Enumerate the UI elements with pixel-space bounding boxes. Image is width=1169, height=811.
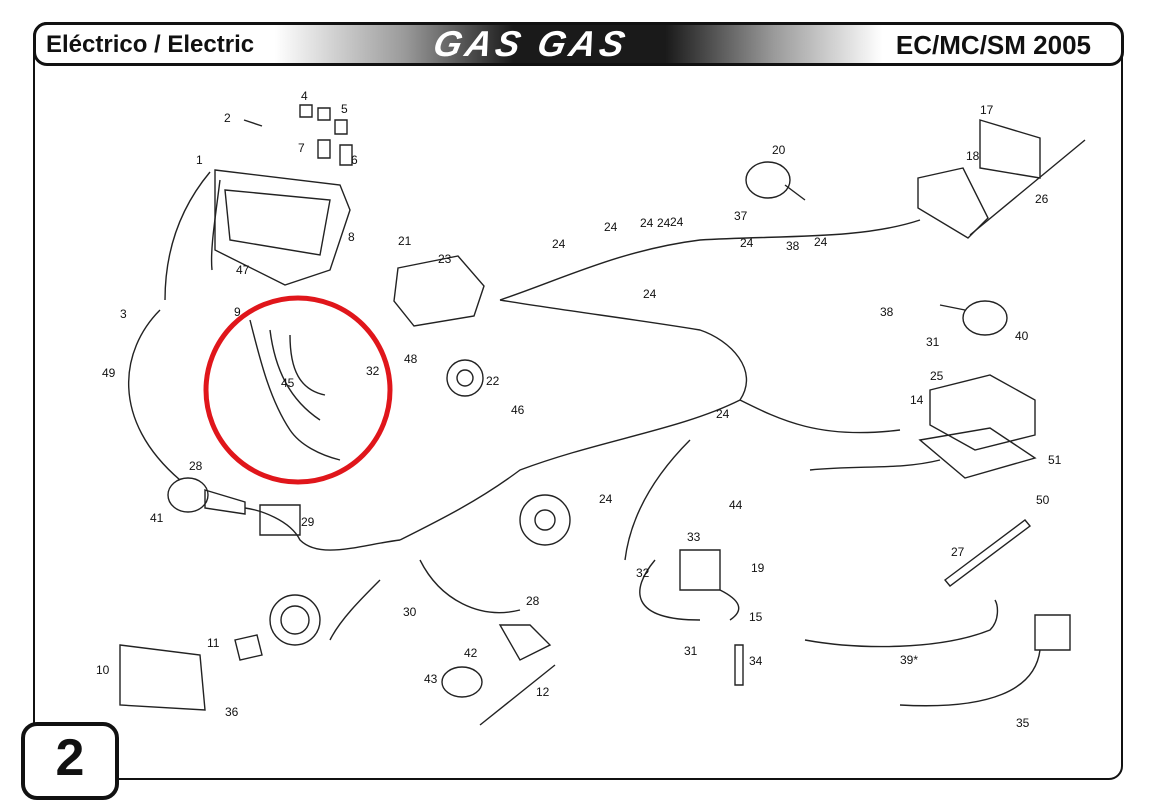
callout: 36 (225, 705, 239, 719)
callout: 26 (1035, 192, 1049, 206)
callout: 24 (643, 287, 657, 301)
callout: 28 (526, 594, 540, 608)
callout: 38 (786, 239, 800, 253)
callout: 48 (404, 352, 418, 366)
callout: 8 (348, 230, 355, 244)
header-bar: Eléctrico / Electric GAS GAS EC/MC/SM 20… (33, 22, 1124, 66)
front-left-indicator (167, 477, 209, 513)
ecu-25 (929, 374, 1036, 451)
handlebar-switch (519, 494, 571, 546)
number-plate-holder-26 (917, 167, 989, 239)
callout: 24 (716, 407, 730, 421)
speedo-cable (127, 309, 181, 481)
callout: 24 (740, 236, 754, 250)
instrument-panel (214, 169, 351, 286)
callout: 45 (281, 376, 295, 390)
callout: 11 (207, 636, 220, 650)
callout: 4 (301, 89, 308, 103)
callout: 24 (657, 216, 671, 230)
strap-27 (943, 519, 1032, 587)
harness-39 (804, 599, 999, 648)
callout: 40 (1015, 329, 1029, 343)
callout: 38 (880, 305, 894, 319)
ignition-coil-15 (679, 549, 721, 591)
callout: 24 (640, 216, 654, 230)
callout: 41 (150, 511, 164, 525)
bulbs-group (299, 104, 348, 135)
page-number: 2 (55, 729, 85, 787)
callout: 22 (486, 374, 500, 388)
callout: 5 (341, 102, 348, 116)
callout: 1 (196, 153, 203, 167)
callout: 19 (751, 561, 765, 575)
callout: 9 (234, 305, 241, 319)
callout: 24 (552, 237, 566, 251)
callout: 3 (120, 307, 127, 321)
callout-labels: 1 2 3 4 5 6 7 8 9 10 11 12 14 15 17 18 1… (96, 89, 1062, 730)
callout: 34 (749, 654, 763, 668)
callout: 33 (687, 530, 701, 544)
callout: 10 (96, 663, 110, 677)
callout: 28 (189, 459, 203, 473)
callout: 31 (684, 644, 698, 658)
callout: 23 (438, 252, 452, 266)
callout: 37 (734, 209, 748, 223)
callout: 29 (301, 515, 315, 529)
connector-35 (1034, 614, 1071, 651)
callout: 43 (424, 672, 438, 686)
callout: 17 (980, 103, 994, 117)
callout: 7 (298, 141, 305, 155)
callout: 49 (102, 366, 116, 380)
callout: 20 (772, 143, 786, 157)
page-number-box: 2 (21, 722, 119, 800)
callout: 32 (636, 566, 650, 580)
indicator-43 (441, 666, 483, 698)
ecu-bracket-50 (918, 427, 1037, 479)
tail-light-17 (979, 119, 1041, 179)
callout: 42 (464, 646, 478, 660)
callout: 47 (236, 263, 250, 277)
rear-left-indicator-20 (745, 161, 791, 199)
callout: 24 (599, 492, 613, 506)
callout: 50 (1036, 493, 1050, 507)
callout: 39* (900, 653, 918, 667)
callout: 12 (536, 685, 550, 699)
horn-22 (446, 359, 484, 397)
callout: 21 (398, 234, 412, 248)
callout: 27 (951, 545, 965, 559)
callout: 24 (604, 220, 618, 234)
callout: 30 (403, 605, 417, 619)
callout: 2 (224, 111, 231, 125)
callout: 25 (930, 369, 944, 383)
callout: 24 (814, 235, 828, 249)
section-title: Eléctrico / Electric (46, 31, 255, 58)
spark-plug-34 (734, 644, 744, 686)
callout: 15 (749, 610, 763, 624)
callout: 44 (729, 498, 743, 512)
callout: 35 (1016, 716, 1030, 730)
callout: 24 (670, 215, 684, 229)
callout: 14 (910, 393, 924, 407)
regulator-23 (393, 255, 485, 327)
highlight-circle (203, 295, 393, 485)
main-harness (399, 299, 747, 541)
callout: 46 (511, 403, 525, 417)
callout: 32 (366, 364, 380, 378)
cdi-unit-29 (259, 504, 301, 536)
model-title: EC/MC/SM 2005 (895, 30, 1091, 60)
callout: 6 (351, 153, 358, 167)
callout: 31 (926, 335, 940, 349)
headlight-ring (269, 594, 321, 646)
callout: 18 (966, 149, 980, 163)
rear-right-indicator-40 (962, 300, 1008, 336)
headlight-10 (119, 644, 206, 711)
callout: 51 (1048, 453, 1062, 467)
